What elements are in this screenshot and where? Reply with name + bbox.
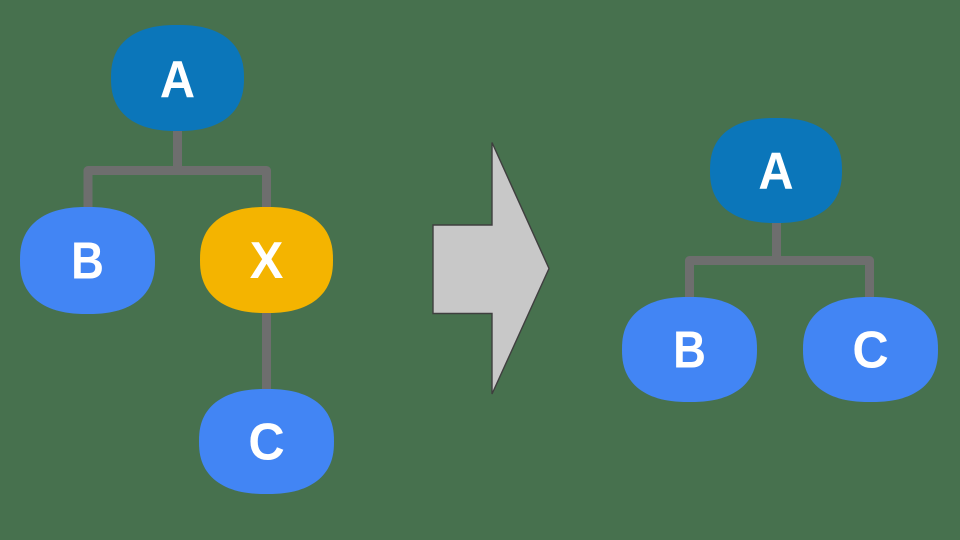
svg-text:B: B xyxy=(673,322,706,380)
svg-text:A: A xyxy=(758,143,793,201)
svg-text:C: C xyxy=(852,322,888,380)
svg-text:B: B xyxy=(71,233,104,291)
svg-text:A: A xyxy=(160,51,195,109)
svg-text:X: X xyxy=(250,232,284,290)
svg-text:C: C xyxy=(248,414,284,472)
